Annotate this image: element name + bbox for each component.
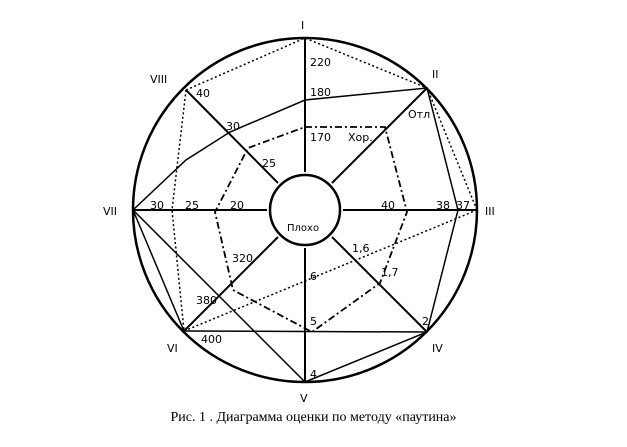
- value-VIII-3: 40: [196, 87, 210, 100]
- value-III-2: 38: [436, 199, 450, 212]
- value-III-3: 37: [456, 199, 470, 212]
- axis-label-V: V: [300, 392, 308, 405]
- inner-circle: [268, 173, 342, 247]
- value-IV-3: 2: [422, 315, 429, 328]
- value-IV-2: 1,7: [381, 266, 399, 279]
- zone-label-good: Хор.: [348, 131, 373, 144]
- dashdot-profile: [214, 126, 408, 334]
- axis-labels: I II III IV V VI VII VIII: [103, 19, 495, 405]
- value-IV-1: 1,6: [352, 242, 370, 255]
- solid-profile-vi-axis: [132, 209, 185, 332]
- axis-label-III: III: [485, 205, 495, 218]
- value-VIII-2: 30: [226, 120, 240, 133]
- value-V-3: 4: [310, 368, 317, 381]
- value-V-2: 5: [310, 315, 317, 328]
- dotted-profile-cross: [183, 209, 478, 332]
- value-VI-2: 380: [196, 294, 217, 307]
- value-I-2: 180: [310, 86, 331, 99]
- axis-IV: [331, 236, 428, 333]
- axis-label-II: II: [432, 68, 439, 81]
- axis-II: [331, 87, 428, 184]
- axis-label-IV: IV: [432, 342, 443, 355]
- axis-label-VIII: VIII: [150, 73, 167, 86]
- value-V-1: 6: [310, 270, 317, 283]
- axis-label-VII: VII: [103, 205, 117, 218]
- center-label: Плохо: [287, 223, 319, 234]
- solid-profile-vi-link: [183, 330, 428, 333]
- value-VI-3: 400: [201, 333, 222, 346]
- value-I-3: 220: [310, 56, 331, 69]
- value-VII-1: 20: [230, 199, 244, 212]
- value-VII-3: 30: [150, 199, 164, 212]
- value-labels: 170 180 220 40 38 37 1,6 1,7 2 6 5 4 320…: [150, 56, 470, 381]
- value-I-1: 170: [310, 131, 331, 144]
- axis-label-VI: VI: [167, 342, 178, 355]
- figure-caption: Рис. 1 . Диаграмма оценки по методу «пау…: [170, 410, 457, 425]
- value-VII-2: 25: [185, 199, 199, 212]
- axis-VIII: [185, 89, 279, 184]
- zone-label-excellent: Отл: [408, 108, 430, 121]
- axis-label-I: I: [301, 19, 304, 32]
- value-VI-1: 320: [232, 252, 253, 265]
- value-VIII-1: 25: [262, 157, 276, 170]
- value-III-1: 40: [381, 199, 395, 212]
- dotted-profile: [185, 37, 478, 211]
- axes: [133, 38, 477, 382]
